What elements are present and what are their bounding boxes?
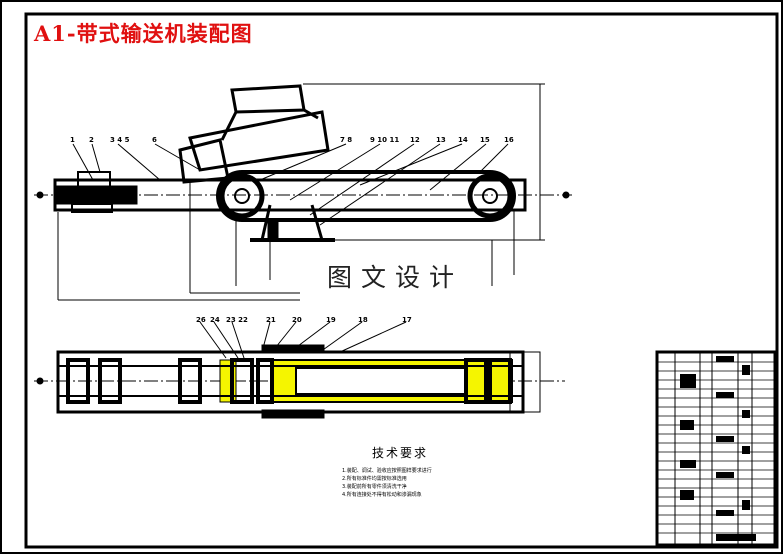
front-callouts: 1 2 3 4 5 6 7 8 9 10 11 12 13 14 15 16: [70, 136, 514, 144]
callout-24: 24: [210, 316, 220, 324]
drawing-title: A1-带式输送机装配图: [34, 21, 253, 46]
callout-7-8: 7 8: [340, 136, 352, 144]
tech-requirement-item: 1.装配、调试、验收应按照图样要求进行: [342, 468, 432, 474]
callout-17: 17: [402, 316, 412, 324]
callout-13: 13: [436, 136, 446, 144]
callout-16: 16: [504, 136, 514, 144]
callout-12: 12: [410, 136, 420, 144]
callout-20: 20: [292, 316, 302, 324]
callout-2: 2: [89, 136, 94, 144]
watermark: 图文设计: [300, 258, 490, 298]
callout-18: 18: [358, 316, 368, 324]
callout-15: 15: [480, 136, 490, 144]
callout-23-22: 23 22: [226, 316, 248, 324]
top-view: [34, 321, 565, 419]
tech-requirement-item: 2.所有标准件均需按标准选用: [342, 476, 407, 482]
callout-9-10-11: 9 10 11: [370, 136, 399, 144]
callout-26: 26: [196, 316, 206, 324]
tech-requirement-item: 4.所有连接处不得有松动和渗漏现象: [342, 492, 422, 498]
callout-19: 19: [326, 316, 336, 324]
top-callouts: 26 24 23 22 21 20 19 18 17: [196, 316, 412, 324]
tech-requirement-item: 3.装配前所有零件须清洗干净: [342, 484, 407, 490]
title-block: [655, 350, 777, 547]
tech-requirements-list: 1.装配、调试、验收应按照图样要求进行 2.所有标准件均需按标准选用 3.装配前…: [342, 467, 432, 499]
callout-21: 21: [266, 316, 276, 324]
callout-6: 6: [152, 136, 157, 144]
inner-frame: [24, 12, 779, 549]
callout-1: 1: [70, 136, 75, 144]
callout-14: 14: [458, 136, 468, 144]
front-view: [34, 83, 572, 301]
callout-3-4-5: 3 4 5: [110, 136, 130, 144]
tech-requirements-heading: 技术要求: [372, 446, 429, 460]
